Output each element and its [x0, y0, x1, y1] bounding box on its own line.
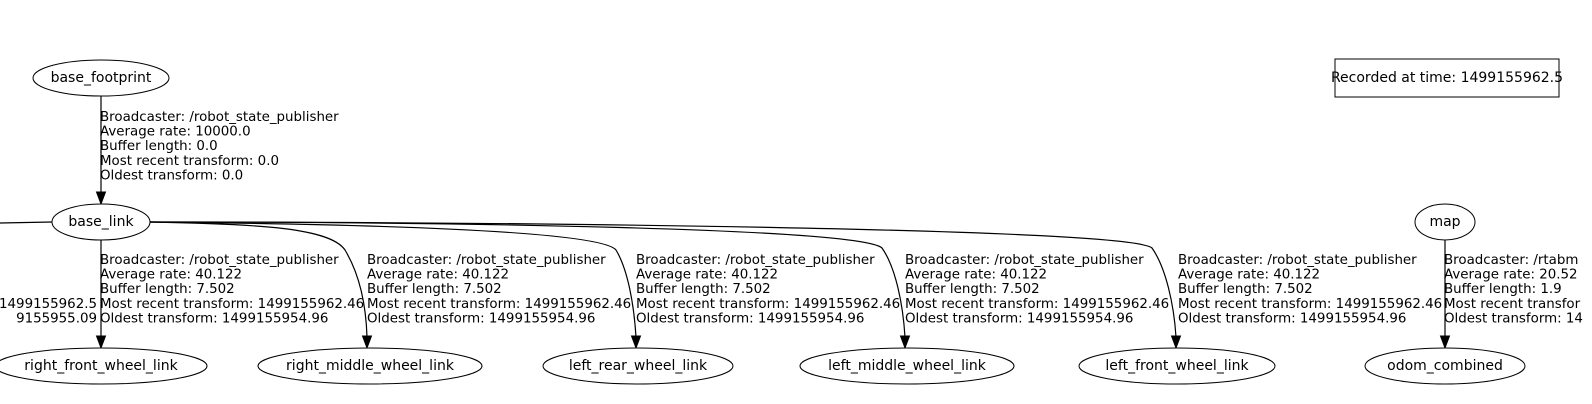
legend-box — [1334, 58, 1560, 98]
node-label: base_link — [68, 214, 134, 230]
edge-info-line: Broadcaster: /robot_state_publisher — [905, 253, 1144, 268]
nodes-layer: base_footprint base_link right_front_wheel… — [0, 59, 1526, 385]
edge-info-line: Buffer length: 7.502 — [905, 282, 1040, 297]
node-left-rear-wheel-link[interactable]: left_rear_wheel_link — [542, 347, 734, 385]
edge-info-line: Most recent transform: 1499155962.46 — [367, 297, 631, 312]
node-label: map — [1429, 214, 1460, 230]
edge-info-line: Oldest transform: 1499155954.96 — [367, 311, 595, 326]
edge-info-line: Buffer length: 7.502 — [367, 282, 502, 297]
edge-info-line: Average rate: 40.122 — [905, 268, 1047, 283]
node-map[interactable]: map — [1414, 203, 1476, 241]
node-ellipse — [257, 347, 483, 385]
arrowhead-icon — [1170, 335, 1182, 350]
node-left-front-wheel-link[interactable]: left_front_wheel_link — [1078, 347, 1276, 385]
edge-info-line: Broadcaster: /robot_state_publisher — [100, 253, 339, 268]
edge-info-line: Oldest transform: 1499155954.96 — [905, 311, 1133, 326]
edge-info-line: Most recent transform: 0.0 — [100, 154, 279, 169]
edge-info-line: Most recent transform: 1499155962.46 — [636, 297, 900, 312]
arrowhead-icon — [899, 335, 911, 350]
node-ellipse — [799, 347, 1015, 385]
node-ellipse — [1364, 347, 1526, 385]
edge-info-line: Average rate: 20.52 — [1444, 268, 1578, 283]
node-ellipse — [32, 59, 170, 97]
edge-info-line: Broadcaster: /robot_state_publisher — [636, 253, 875, 268]
edge-info-line: Most recent transform: 1499155962.46 — [1178, 297, 1442, 312]
node-label: base_footprint — [51, 70, 152, 86]
arrowhead-icon — [95, 191, 107, 206]
node-ellipse — [1078, 347, 1276, 385]
edge-info-line: Oldest transform: 1499155954.96 — [636, 311, 864, 326]
node-label: right_front_wheel_link — [24, 358, 178, 374]
arrowhead-icon — [361, 335, 373, 350]
edge-info-line: Buffer length: 1.9 — [1444, 282, 1562, 297]
edge-info-line: Average rate: 40.122 — [367, 268, 509, 283]
node-right-front-wheel-link[interactable]: right_front_wheel_link — [0, 347, 208, 385]
node-label: right_middle_wheel_link — [286, 358, 455, 374]
node-ellipse — [1414, 203, 1476, 241]
node-ellipse — [0, 347, 208, 385]
edge-offscreen-to-base-link — [0, 221, 53, 224]
node-left-middle-wheel-link[interactable]: left_middle_wheel_link — [799, 347, 1015, 385]
node-base-footprint[interactable]: base_footprint — [32, 59, 170, 97]
arrowhead-icon — [630, 335, 642, 350]
node-odom-combined[interactable]: odom_combined — [1364, 347, 1526, 385]
edge-info-line: Oldest transform: 0.0 — [100, 168, 243, 183]
legend: Recorded at time: 1499155962.5 — [1331, 58, 1563, 98]
edge-info-line: Oldest transform: 1499155954.96 — [100, 311, 328, 326]
edge-info-line: Broadcaster: /robot_state_publisher — [100, 110, 339, 125]
legend-text: Recorded at time: 1499155962.5 — [1331, 70, 1563, 86]
edge-info-line: Most recent transfor — [1444, 297, 1581, 312]
edge-info-line: Buffer length: 7.502 — [636, 282, 771, 297]
edge-info-line: Average rate: 40.122 — [636, 268, 778, 283]
edge-info-line: Oldest transform: 1499155954.96 — [1178, 311, 1406, 326]
edge-line — [149, 221, 637, 338]
node-base-link[interactable]: base_link — [51, 203, 151, 241]
node-label: left_rear_wheel_link — [569, 358, 708, 374]
node-label: left_front_wheel_link — [1105, 358, 1249, 374]
arrowhead-icon — [1439, 335, 1451, 350]
node-label: odom_combined — [1387, 358, 1503, 374]
node-ellipse — [51, 203, 151, 241]
edge-info-line: 9155955.09 — [16, 312, 97, 327]
edge-info-line: Buffer length: 7.502 — [1178, 282, 1313, 297]
edge-info-line: : 1499155962.5 — [0, 297, 97, 312]
edge-info-line: Average rate: 40.122 — [1178, 268, 1320, 283]
edge-info-line: Broadcaster: /rtabm — [1444, 253, 1578, 268]
edge-info-line: Average rate: 10000.0 — [100, 125, 251, 140]
edge-info-line: Average rate: 40.122 — [100, 268, 242, 283]
node-ellipse — [542, 347, 734, 385]
edge-info-line: Broadcaster: /robot_state_publisher — [367, 253, 606, 268]
edge-info-line: Buffer length: 0.0 — [100, 139, 218, 154]
node-label: left_middle_wheel_link — [828, 358, 987, 374]
arrowhead-icon — [95, 335, 107, 350]
edge-line — [149, 221, 1177, 338]
edge-info-line: Oldest transform: 14 — [1444, 311, 1583, 326]
edge-info-line: Most recent transform: 1499155962.46 — [100, 297, 364, 312]
edge-info-line: Buffer length: 7.502 — [100, 282, 235, 297]
node-right-middle-wheel-link[interactable]: right_middle_wheel_link — [257, 347, 483, 385]
edge-info-line: Broadcaster: /robot_state_publisher — [1178, 253, 1417, 268]
edge-line — [149, 221, 368, 338]
edge-info-line: Most recent transform: 1499155962.46 — [905, 297, 1169, 312]
